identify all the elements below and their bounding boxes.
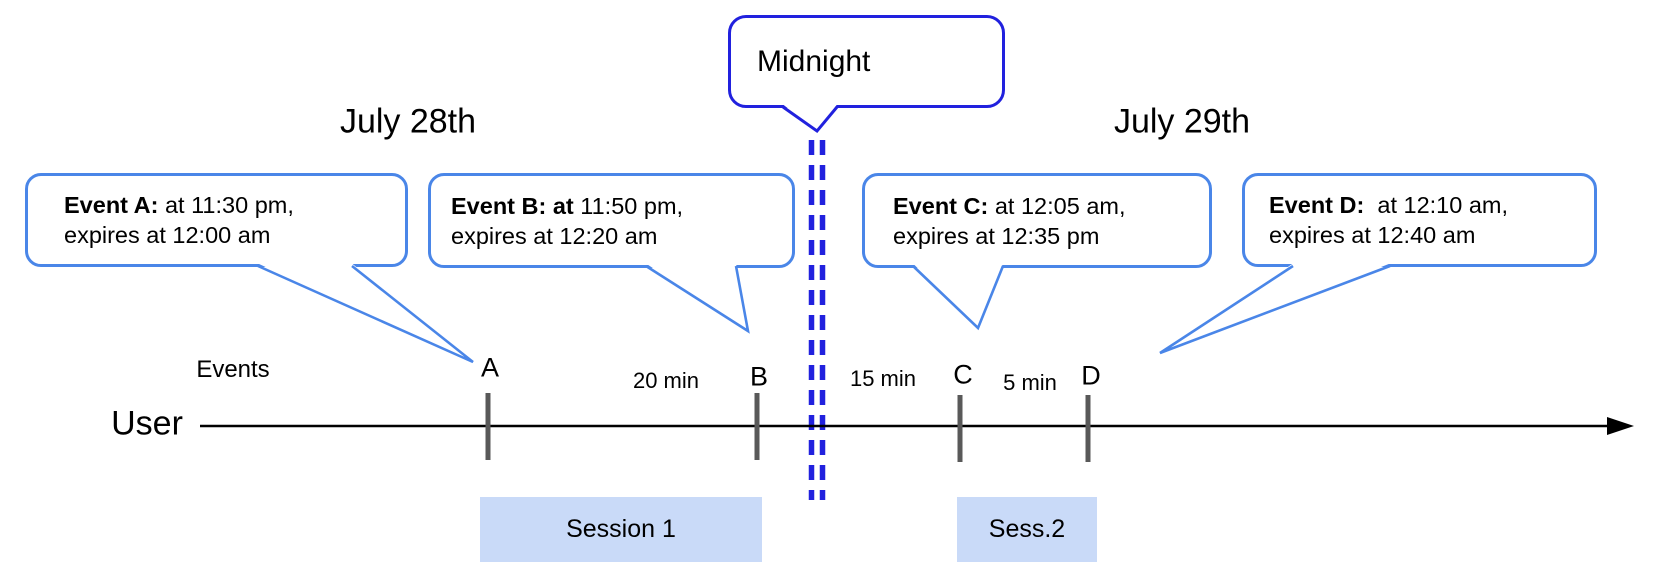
event-d-line1: Event D: at 12:10 am, [1269, 192, 1509, 218]
event-a-line1: Event A: at 11:30 pm, [64, 192, 294, 218]
date-label-july-29: July 29th [1113, 102, 1251, 141]
event-a-line2: expires at 12:00 am [64, 222, 271, 248]
event-d-callout-tail [1160, 263, 1390, 353]
session-1-box: Session 1 [480, 497, 762, 562]
event-c-line2: expires at 12:35 pm [893, 222, 1100, 249]
midnight-label: Midnight [757, 44, 871, 78]
event-c-callout-tail-edge [912, 265, 1005, 331]
tick-label-d: D [1081, 360, 1101, 391]
event-d-callout: Event D: at 12:10 am, expires at 12:40 a… [1242, 173, 1597, 267]
events-row-label: Events [196, 356, 270, 383]
event-a-callout: Event A: at 11:30 pm, expires at 12:00 a… [25, 173, 408, 267]
event-c-callout: Event C: at 12:05 am, expires at 12:35 p… [862, 173, 1212, 268]
timeline-arrowhead-icon [1607, 417, 1634, 435]
event-d-line2: expires at 12:40 am [1269, 222, 1476, 248]
event-a-callout-tail-edge [257, 264, 474, 364]
interval-label-20min: 20 min [632, 368, 700, 393]
event-b-callout-tail [646, 263, 748, 331]
event-c-line1: Event C: at 12:05 am, [893, 192, 1126, 219]
midnight-callout: Midnight [728, 15, 1005, 108]
midnight-callout-tail [783, 104, 837, 131]
event-b-callout: Event B: at 11:50 pm, expires at 12:20 a… [428, 173, 795, 268]
date-label-july-28: July 28th [339, 102, 477, 141]
event-d-callout-tail-edge [1159, 264, 1391, 355]
event-a-callout-tail [258, 263, 473, 362]
tick-label-c: C [953, 359, 973, 390]
user-axis-label: User [111, 404, 183, 443]
session-1-label: Session 1 [566, 515, 676, 543]
tick-label-b: B [749, 361, 769, 392]
event-b-callout-tail-edge [645, 264, 750, 334]
interval-label-5min: 5 min [1003, 370, 1057, 395]
midnight-callout-tail-edge [782, 105, 839, 134]
event-c-callout-tail [913, 263, 1003, 328]
session-2-label: Sess.2 [988, 515, 1066, 543]
event-b-line1: Event B: at 11:50 pm, [451, 192, 684, 219]
session-2-box: Sess.2 [957, 497, 1097, 562]
tick-label-a: A [480, 352, 500, 383]
interval-label-15min: 15 min [849, 366, 917, 391]
event-b-line2: expires at 12:20 am [451, 222, 658, 249]
